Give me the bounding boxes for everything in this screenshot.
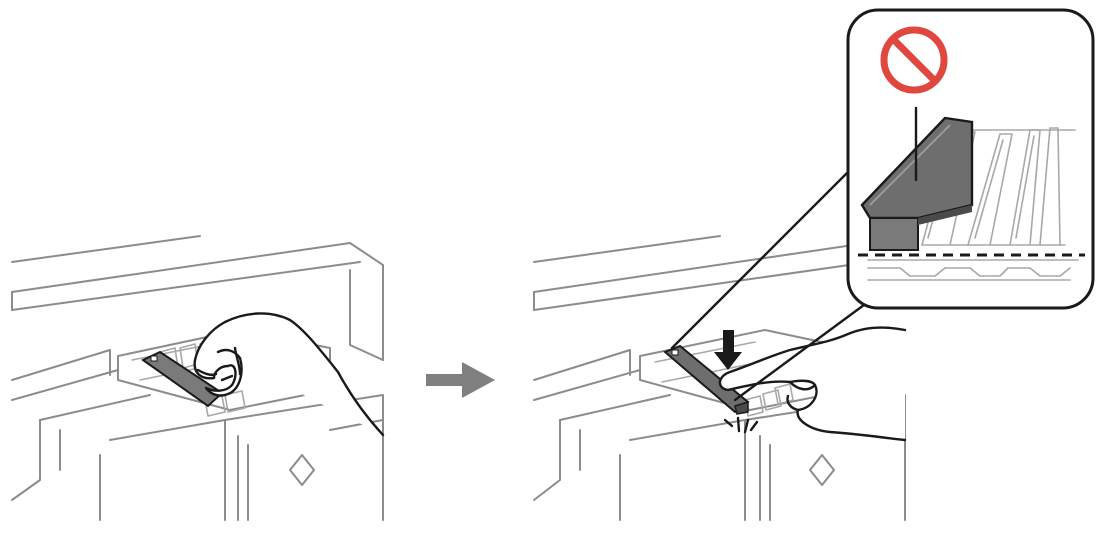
prohibition-icon (880, 26, 948, 94)
right-arrow-icon (426, 362, 495, 398)
click-sound-icon (723, 416, 759, 434)
panel-step-2 (533, 8, 1095, 521)
down-arrow-icon (714, 330, 742, 370)
panel-step-1 (11, 235, 385, 521)
hand-step-1 (193, 312, 385, 437)
